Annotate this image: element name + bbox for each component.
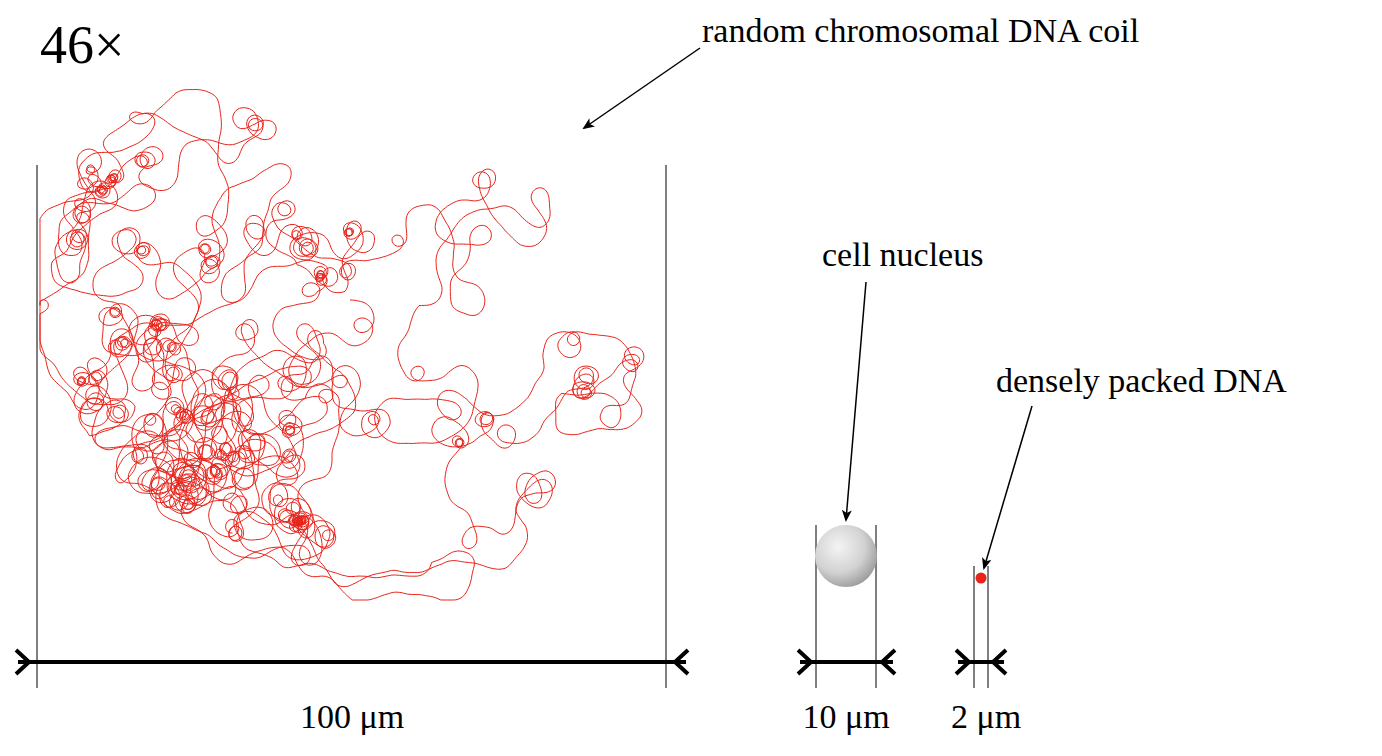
dimension-end — [993, 650, 1006, 674]
extension-lines — [37, 165, 988, 688]
extension-line — [988, 566, 989, 688]
dimension-end — [798, 650, 811, 674]
callout-label: cell nucleus — [822, 236, 983, 273]
leader-arrow — [846, 282, 866, 520]
extension-line — [666, 165, 667, 688]
extension-line — [37, 165, 38, 688]
leader-arrow — [584, 48, 700, 128]
multiplier: 46× — [40, 16, 124, 75]
callout-label: random chromosomal DNA coil — [702, 12, 1139, 49]
dna-coil — [40, 90, 644, 601]
leader-arrow — [984, 406, 1032, 568]
dimension-line — [800, 660, 893, 664]
dimension-label: 10 μm — [802, 698, 889, 735]
dimension-end — [16, 650, 29, 674]
cell-nucleus-sphere — [815, 525, 877, 587]
dimension-end — [956, 650, 969, 674]
dimension-end — [882, 650, 895, 674]
extension-line — [974, 566, 975, 688]
leader-lines — [584, 48, 1032, 568]
dimension-label: 100 μm — [300, 698, 404, 735]
dimension-label: 2 μm — [951, 698, 1021, 735]
dimension-end — [675, 650, 688, 674]
callout-label: densely packed DNA — [996, 362, 1287, 399]
dimension-line — [18, 660, 686, 664]
packed-dna-dot — [976, 573, 987, 584]
dimension-bars — [16, 650, 1006, 674]
